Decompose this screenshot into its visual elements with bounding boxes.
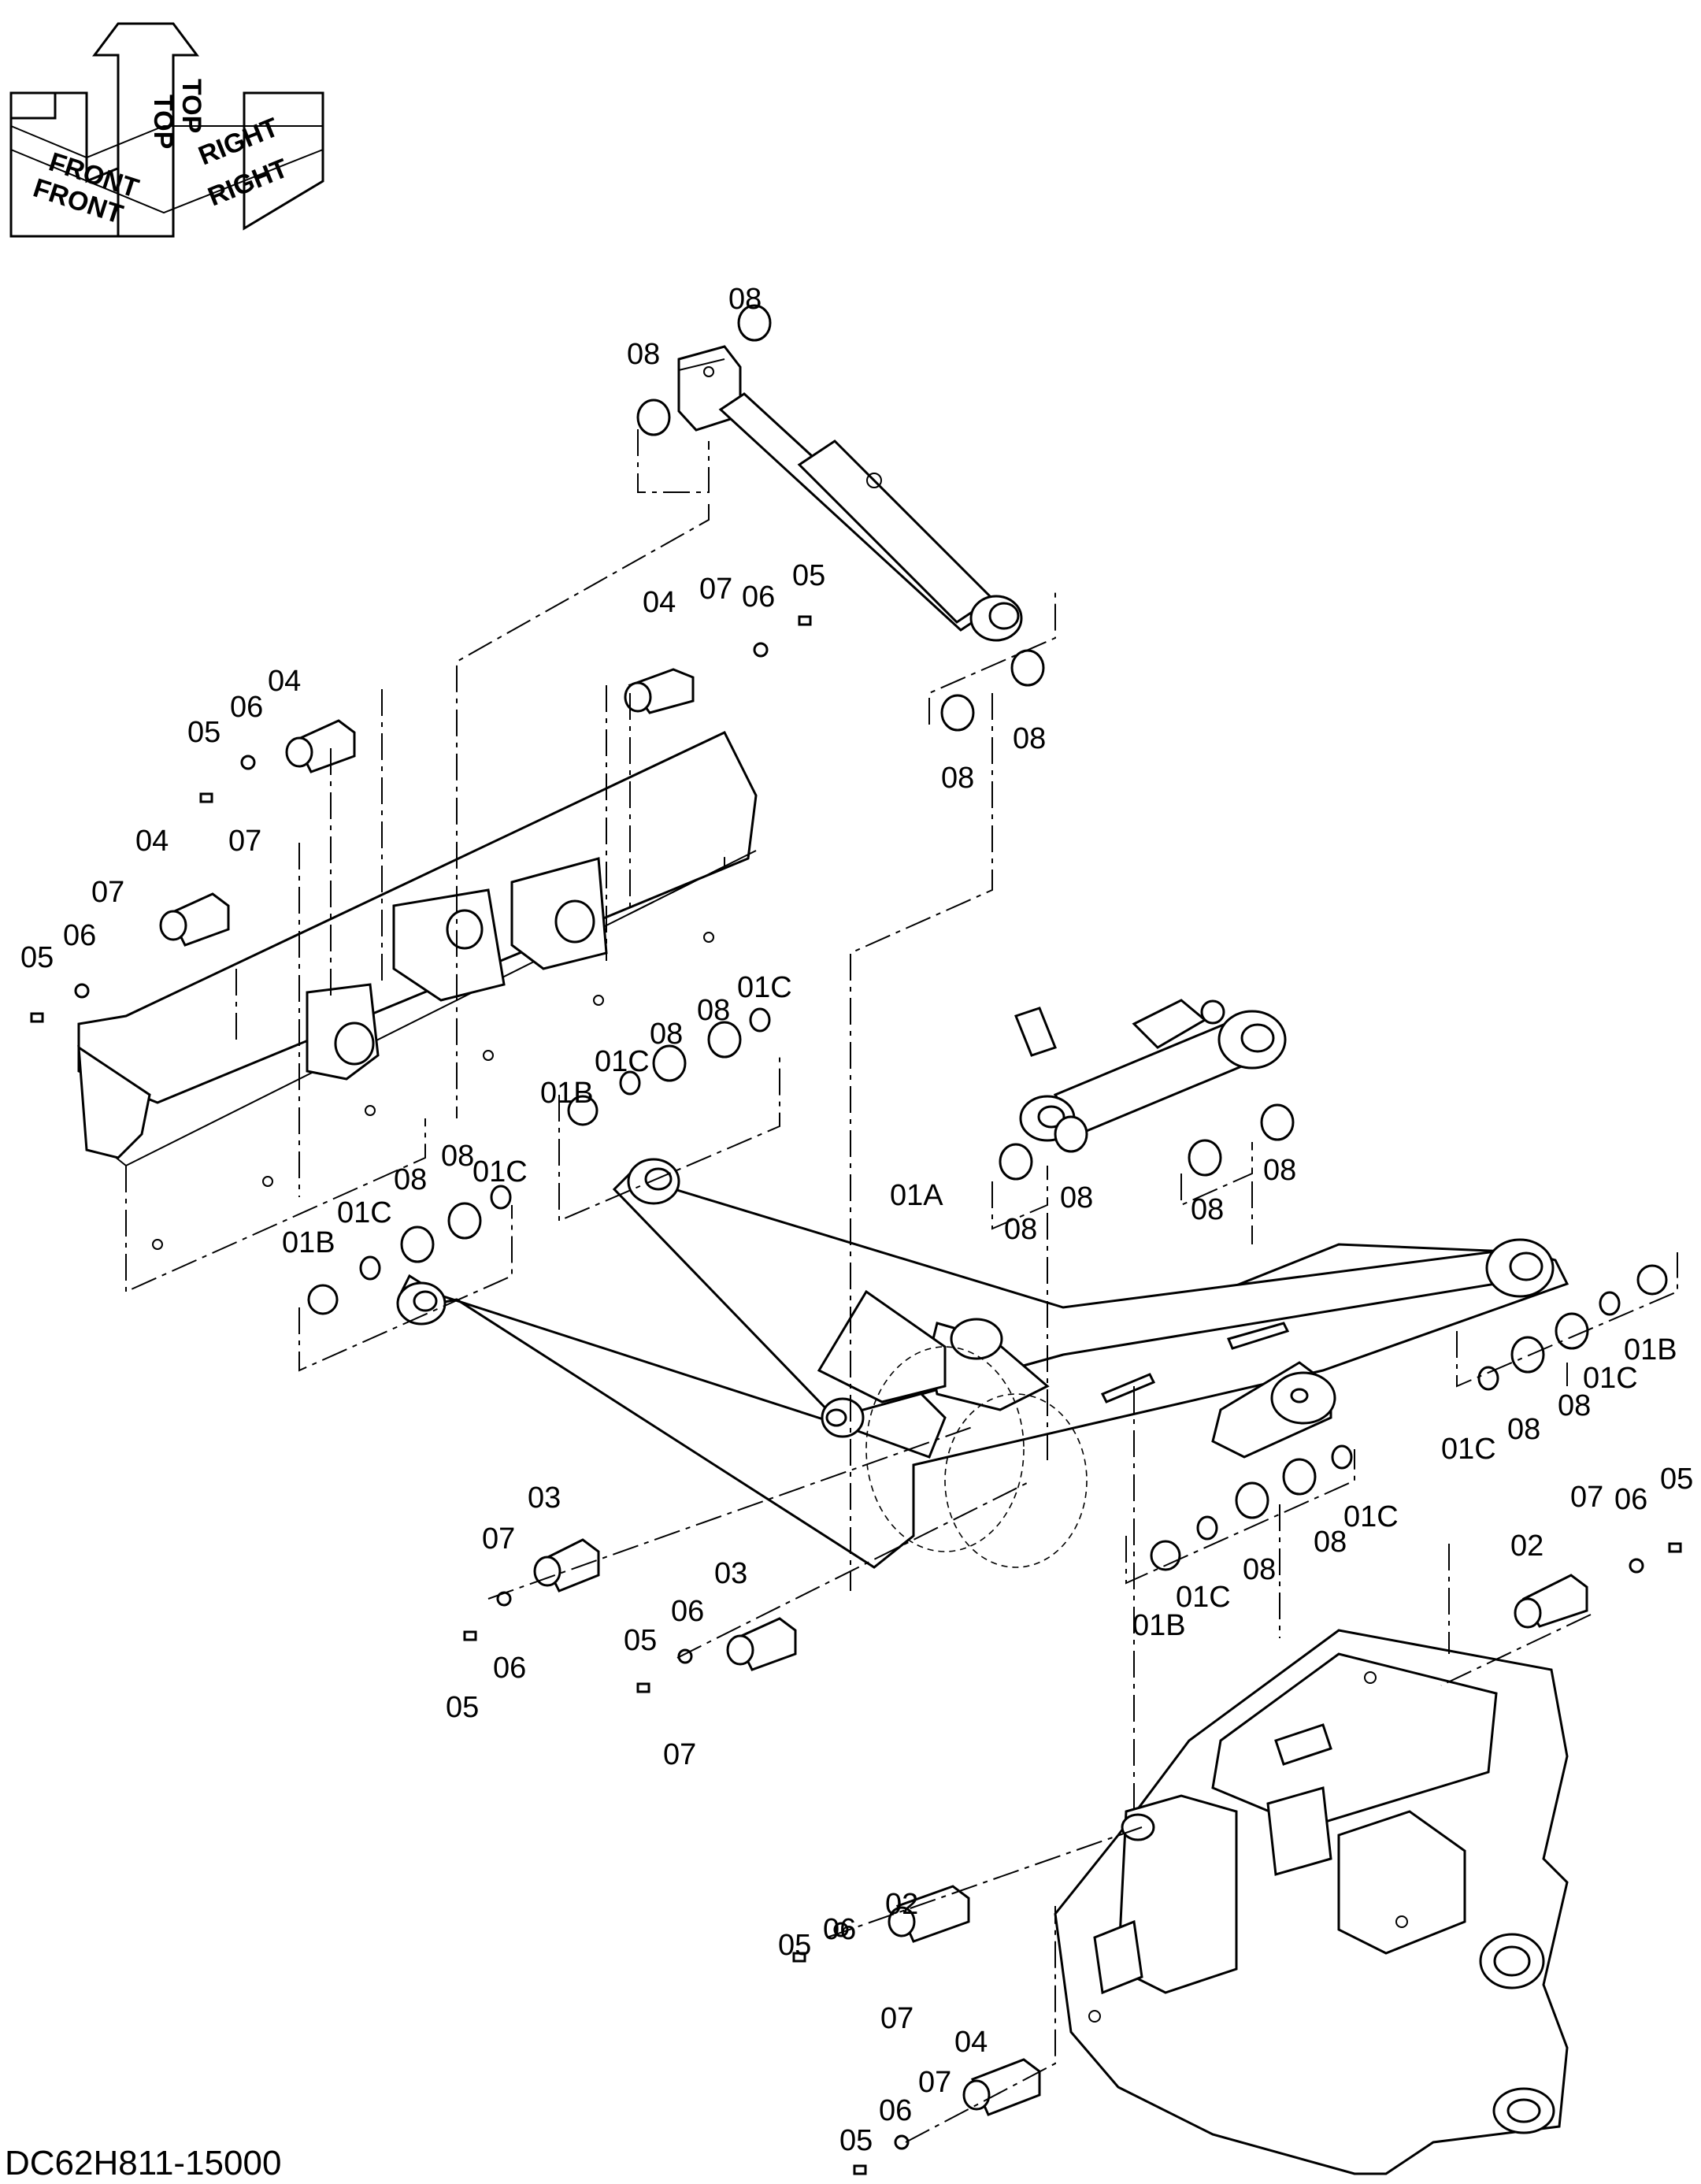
callout-03: 03 [528, 1481, 561, 1515]
callout-05: 05 [792, 559, 825, 592]
callout-05: 05 [778, 1929, 811, 1962]
washers [307, 304, 1668, 1571]
callout-06: 06 [63, 919, 96, 952]
callout-08: 08 [441, 1140, 474, 1173]
callout-06: 06 [823, 1913, 856, 1946]
callout-07: 07 [482, 1522, 515, 1555]
callout-01A: 01A [890, 1179, 943, 1212]
callout-05: 05 [1660, 1463, 1693, 1496]
orientation-top: TOP [148, 95, 178, 149]
pins [159, 668, 1588, 2116]
callout-08: 08 [1314, 1526, 1347, 1559]
callout-07: 07 [228, 825, 261, 858]
callout-01C: 01C [337, 1196, 392, 1229]
callout-07: 07 [918, 2066, 951, 2099]
blade-assembly [77, 731, 758, 1250]
callout-08: 08 [1243, 1553, 1276, 1586]
callout-05: 05 [624, 1624, 657, 1657]
callout-07: 07 [91, 876, 124, 909]
callout-04: 04 [954, 2026, 988, 2059]
callout-01C: 01C [1343, 1500, 1399, 1533]
callout-08: 08 [1191, 1193, 1224, 1226]
assembly-guide-lines [125, 429, 1678, 2143]
callout-07: 07 [699, 573, 732, 606]
callout-01B: 01B [1624, 1333, 1677, 1366]
callout-08: 08 [1263, 1154, 1296, 1187]
callout-06: 06 [671, 1595, 704, 1628]
callout-05: 05 [187, 716, 220, 749]
callout-02: 02 [1510, 1530, 1544, 1563]
callout-06: 06 [230, 691, 263, 724]
callout-05: 05 [20, 941, 54, 974]
callout-08: 08 [650, 1018, 683, 1051]
callout-06: 06 [493, 1652, 526, 1685]
orientation-top-2: TOP [176, 79, 206, 133]
orientation-indicator: FRONT FRONT TOP TOP RIGHT RIGHT [9, 22, 324, 238]
callout-07: 07 [880, 2002, 914, 2035]
callout-01B: 01B [540, 1077, 594, 1110]
callout-08: 08 [697, 994, 730, 1027]
callout-01C: 01C [472, 1155, 528, 1188]
callout-08: 08 [1013, 722, 1046, 755]
drawing-number: DC62H811-15000 [5, 2144, 282, 2182]
callout-01B: 01B [1132, 1609, 1186, 1642]
callout-08: 08 [728, 283, 762, 316]
chassis-frame [1054, 1629, 1569, 2175]
callout-02: 02 [885, 1888, 918, 1921]
callout-08: 08 [941, 762, 974, 795]
callout-05: 05 [446, 1691, 479, 1724]
callout-07: 07 [1570, 1481, 1603, 1514]
callout-08: 08 [1558, 1389, 1591, 1422]
callout-05: 05 [839, 2124, 873, 2157]
callout-04: 04 [268, 665, 301, 698]
callout-07: 07 [663, 1738, 696, 1771]
pin-02-b [895, 1885, 970, 1943]
callout-labels: 08 08 04 07 06 05 04 06 05 07 08 08 04 0… [20, 283, 1693, 2157]
callout-01B: 01B [282, 1226, 335, 1259]
callout-01C: 01C [595, 1045, 650, 1078]
callout-08: 08 [1507, 1413, 1540, 1446]
callout-01C: 01C [1583, 1362, 1638, 1395]
pin-04-bottom [970, 2058, 1041, 2116]
callout-08: 08 [627, 338, 660, 371]
callout-01C: 01C [1176, 1581, 1231, 1614]
callout-08: 08 [1004, 1213, 1037, 1246]
callout-08: 08 [394, 1163, 427, 1196]
callout-01C: 01C [737, 971, 792, 1004]
callout-06: 06 [879, 2094, 912, 2127]
upper-cylinder [677, 345, 1023, 642]
callout-06: 06 [1614, 1483, 1647, 1516]
callout-06: 06 [742, 580, 775, 614]
callout-04: 04 [643, 586, 676, 619]
callout-03: 03 [714, 1557, 747, 1590]
fasteners [30, 615, 1682, 2175]
callout-01C: 01C [1441, 1433, 1496, 1466]
middle-cylinder [1014, 999, 1287, 1142]
callout-08: 08 [1060, 1181, 1093, 1214]
callout-04: 04 [135, 825, 169, 858]
